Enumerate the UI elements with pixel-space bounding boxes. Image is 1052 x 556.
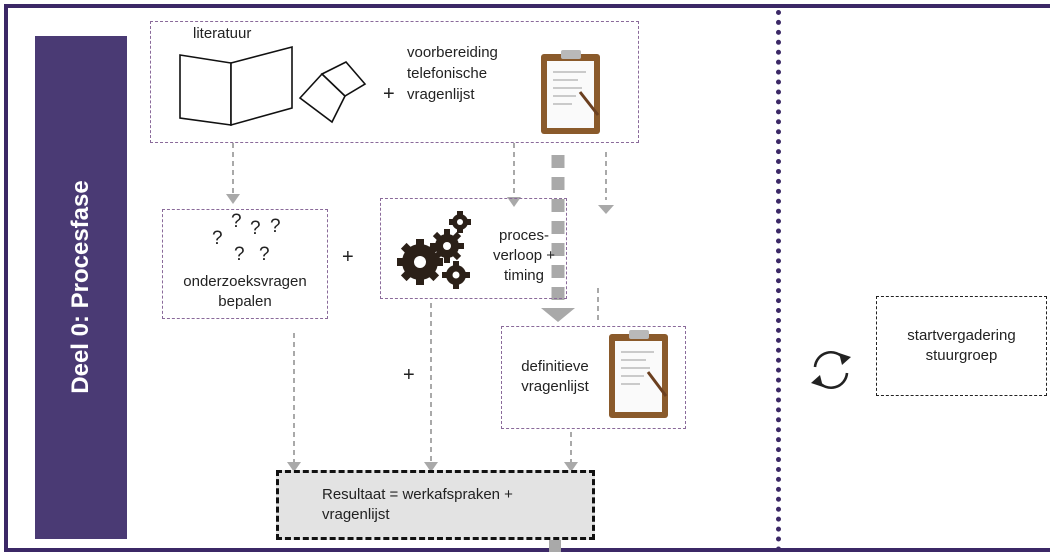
arrow-head [598,205,614,214]
refresh-icon [811,350,851,390]
process-line-1: proces- [498,227,550,244]
final-line-2: vragenlijst [521,378,589,395]
process-box [380,198,567,299]
process-line-2: verloop + [492,247,556,264]
result-box [276,470,595,540]
question-mark: ? [212,228,223,249]
literature-label: literatuur [193,25,252,42]
arrow-head [287,462,301,472]
panel-divider [776,10,781,552]
research-line-1: onderzoeksvragen [183,273,307,290]
middle-plus: + [342,246,354,268]
question-mark: ? [250,218,261,239]
prep-line-1: voorbereiding [407,44,498,61]
result-line-2: vragenlijst [322,506,390,523]
arrow-head [507,197,521,207]
research-line-2: bepalen [218,293,272,310]
research-questions-box [162,209,328,319]
phase-band [35,36,127,539]
question-mark: ? [234,244,245,265]
question-mark: ? [231,211,242,232]
result-line-1: Resultaat = werkafspraken + [322,486,513,503]
meeting-line-1: startvergadering [907,327,1016,344]
arrow-head [226,194,240,204]
process-line-3: timing [503,267,544,284]
prep-line-2: telefonische [407,65,488,82]
question-mark: ? [259,244,270,265]
main-arrow-head [541,308,575,322]
arrow-head [424,462,438,472]
final-questionnaire-box [501,326,686,429]
final-line-1: definitieve [521,358,589,375]
top-plus: + [383,83,395,105]
lower-plus: + [403,364,415,386]
arrow-head [564,462,578,472]
outer-frame [4,4,1050,552]
startup-meeting-box [876,296,1047,396]
preparation-box [150,21,639,143]
prep-line-3: vragenlijst [407,86,475,103]
question-mark: ? [270,216,281,237]
meeting-line-2: stuurgroep [925,347,998,364]
